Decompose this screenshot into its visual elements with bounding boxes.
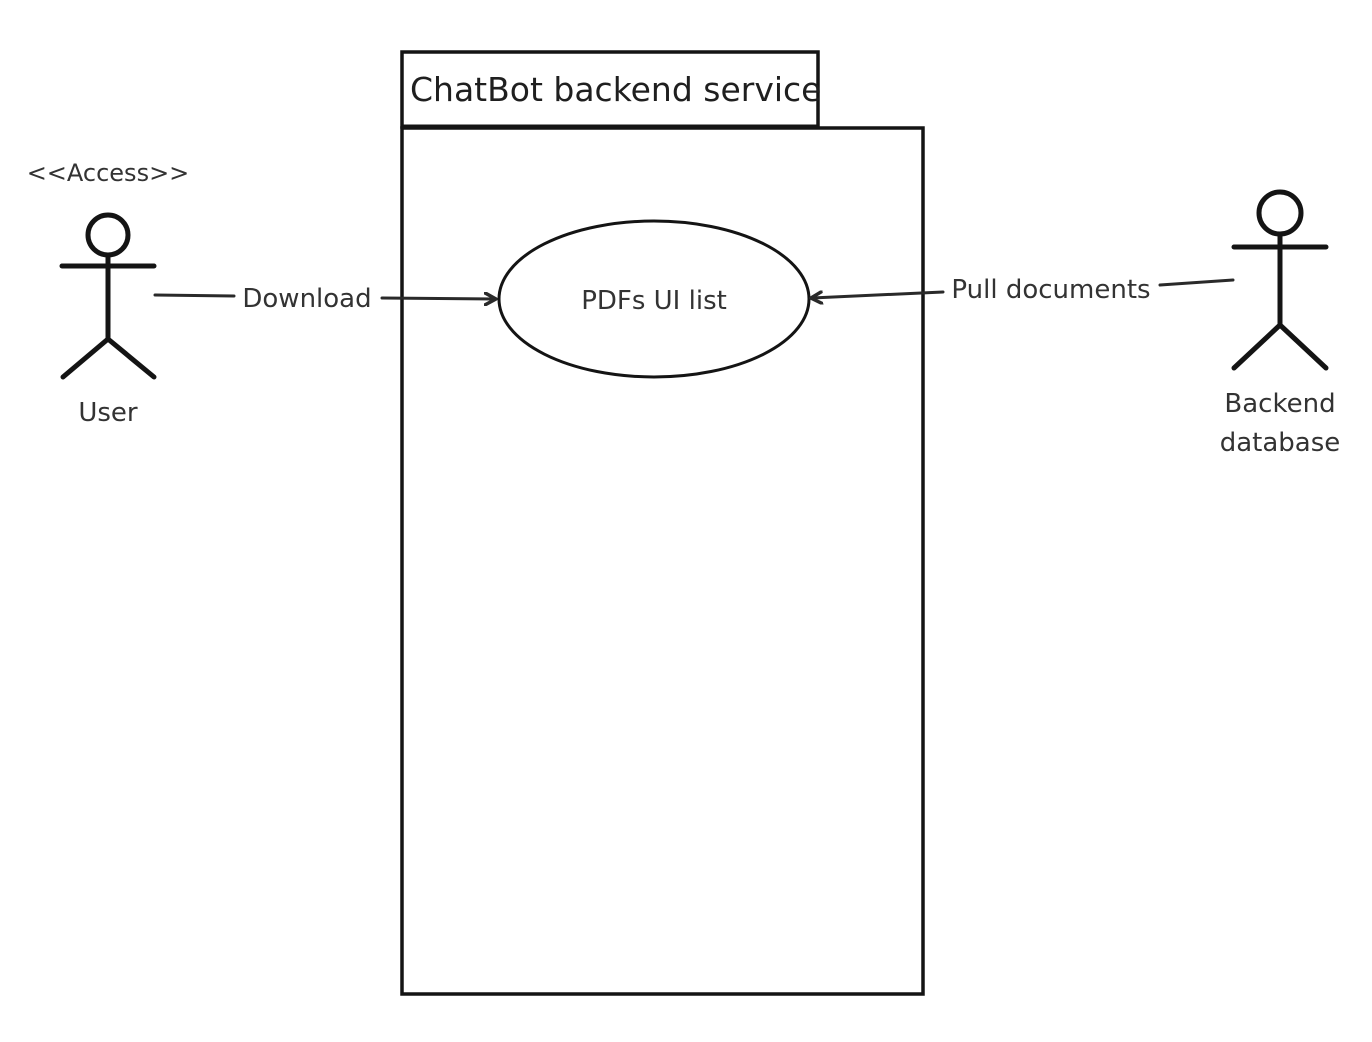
association-label: Pull documents (951, 275, 1150, 305)
actor-user[interactable]: <<Access>> User (27, 159, 190, 428)
association-download[interactable]: Download (153, 284, 495, 314)
use-case-label: PDFs UI list (581, 286, 727, 316)
actor-name-line1: Backend (1224, 389, 1335, 419)
actor-stereotype: <<Access>> (27, 159, 190, 187)
stick-figure-icon (59, 212, 157, 380)
association-label: Download (242, 284, 371, 314)
association-arrow (380, 298, 495, 299)
association-line (1158, 278, 1235, 287)
system-title: ChatBot backend service (410, 70, 822, 109)
actor-name: User (78, 398, 138, 428)
use-case-ellipse[interactable] (497, 219, 811, 379)
stick-figure-icon (1231, 189, 1329, 371)
actor-name-line2: database (1220, 428, 1341, 458)
association-pull-documents[interactable]: Pull documents (812, 275, 1235, 305)
association-line (153, 293, 236, 298)
use-case-pdfs-ui-list[interactable]: PDFs UI list (497, 219, 811, 379)
association-arrow (812, 290, 945, 298)
actor-backend-database[interactable]: Backend database (1220, 189, 1341, 458)
system-title-tab (400, 50, 820, 129)
system-boundary: ChatBot backend service (400, 50, 925, 996)
